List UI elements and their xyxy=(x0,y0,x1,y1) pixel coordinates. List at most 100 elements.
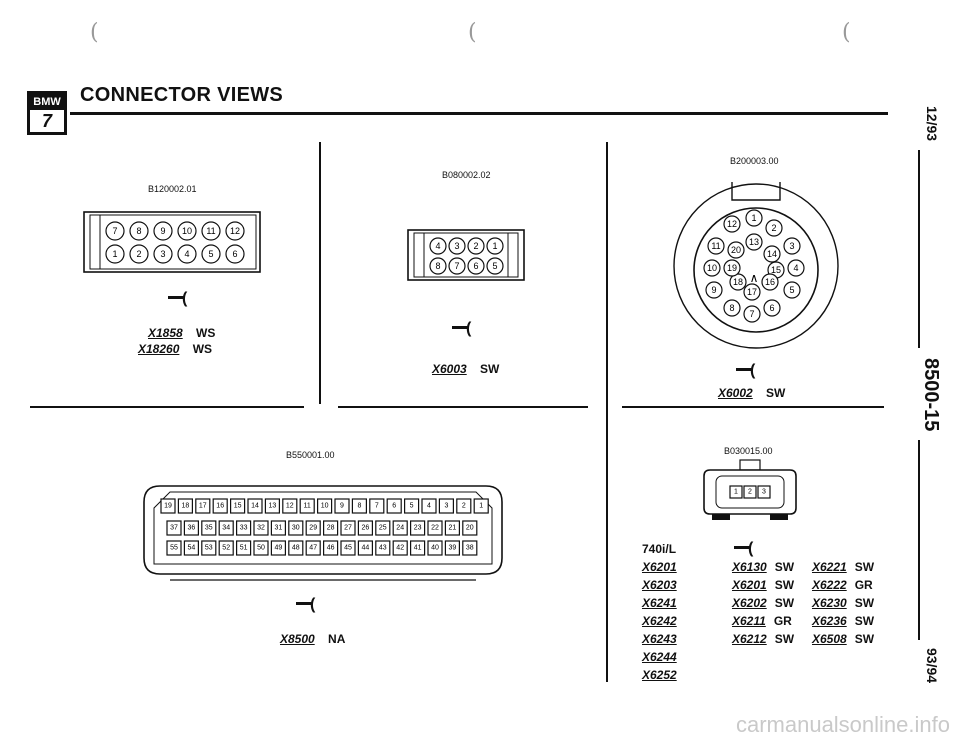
pin-number: 5 xyxy=(410,503,414,510)
connector-id: X6508 xyxy=(812,632,847,646)
pin-number: 27 xyxy=(344,525,352,532)
pin-number: 25 xyxy=(379,525,387,532)
divider xyxy=(622,406,884,408)
pin-number: 33 xyxy=(240,525,248,532)
wire-color: SW xyxy=(854,560,875,574)
pin: 34 xyxy=(218,520,234,536)
wire-color: SW xyxy=(854,614,875,628)
pin: 5 xyxy=(404,498,420,514)
pin: 2 xyxy=(129,244,149,264)
pin-number: 43 xyxy=(379,545,387,552)
connector-id: X6202 xyxy=(732,596,767,610)
pin: 28 xyxy=(323,520,339,536)
pin: 4 xyxy=(421,498,437,514)
pin: 7 xyxy=(448,257,466,275)
pin-number: 18 xyxy=(182,503,190,510)
pin: 11 xyxy=(201,221,221,241)
pin: 44 xyxy=(357,540,373,556)
connector-id: X6211 xyxy=(732,614,766,628)
pin: 55 xyxy=(166,540,182,556)
pin: 33 xyxy=(235,520,252,536)
pin-number: 9 xyxy=(340,503,344,510)
pin-number: 7 xyxy=(112,226,117,236)
pin: 19 xyxy=(723,259,741,277)
header-rule xyxy=(70,112,888,115)
bmw-logo: BMW 7 xyxy=(27,91,67,135)
pin: 18 xyxy=(177,498,194,514)
pin-number: 37 xyxy=(170,525,178,532)
pin-number: 24 xyxy=(396,525,404,532)
pin: 2 xyxy=(743,485,757,499)
logo-brand: BMW xyxy=(30,94,64,110)
list-item: X6203 xyxy=(642,576,677,594)
list-item: X6241 xyxy=(642,594,677,612)
pin-number: 10 xyxy=(707,263,717,273)
pin-number: 13 xyxy=(749,237,759,247)
scan-mark: ( xyxy=(468,20,477,45)
pin: 21 xyxy=(444,520,460,536)
side-date-bottom: 93/94 xyxy=(924,648,940,684)
scan-mark: ( xyxy=(842,20,851,45)
pin-number: 3 xyxy=(762,489,766,496)
divider xyxy=(319,142,321,404)
pin: 17 xyxy=(195,498,211,514)
pin: 8 xyxy=(429,257,447,275)
divider xyxy=(30,406,304,408)
pin: 35 xyxy=(201,520,217,536)
connector-code: B080002.02 xyxy=(442,170,491,180)
pin-number: 53 xyxy=(205,545,213,552)
connector-code: B030015.00 xyxy=(724,446,773,456)
pin: 2 xyxy=(456,498,472,514)
pin-number: 11 xyxy=(304,503,311,510)
connector-label: X18260 WS xyxy=(138,342,212,356)
pin-number: 16 xyxy=(216,503,224,510)
pin-number: 49 xyxy=(275,545,283,552)
list-item: X6244 xyxy=(642,648,677,666)
pin-number: 30 xyxy=(292,525,300,532)
pin-number: 2 xyxy=(462,503,466,510)
pin-number: 10 xyxy=(321,503,329,510)
pin-number: 9 xyxy=(711,285,716,295)
pin: 1 xyxy=(473,498,489,514)
pin: 6 xyxy=(225,244,245,264)
pin-number: 7 xyxy=(375,503,379,510)
pin: 16 xyxy=(761,273,779,291)
polarity-mark xyxy=(296,602,312,605)
pin: 23 xyxy=(410,520,426,536)
watermark: carmanualsonline.info xyxy=(735,712,950,737)
pin-number: 41 xyxy=(414,545,422,552)
wire-color: WS xyxy=(196,326,216,340)
pin-number: 6 xyxy=(392,503,396,510)
divider xyxy=(606,142,608,682)
pin: 46 xyxy=(323,540,339,556)
wire-color: GR xyxy=(773,614,792,628)
wire-color: SW xyxy=(774,560,795,574)
wire-color: GR xyxy=(854,578,873,592)
pin: 12 xyxy=(225,221,245,241)
pin: 12 xyxy=(723,215,741,233)
connector-id: X18260 xyxy=(138,342,180,356)
pin-number: 17 xyxy=(199,503,207,510)
pin: 4 xyxy=(787,259,805,277)
pin: 14 xyxy=(763,245,781,263)
pin: 3 xyxy=(783,237,801,255)
pin-number: 4 xyxy=(184,249,189,259)
pin: 10 xyxy=(317,498,333,514)
pin-number: 21 xyxy=(449,525,457,532)
connector-id: X6242 xyxy=(642,614,677,628)
pin-number: 4 xyxy=(793,263,798,273)
pin-number: 19 xyxy=(164,503,172,510)
svg-text:∧: ∧ xyxy=(750,271,759,285)
connector-id: X6244 xyxy=(642,650,677,664)
connector-id: X8500 xyxy=(280,632,315,646)
pin-number: 15 xyxy=(771,265,781,275)
pin-number: 12 xyxy=(230,226,240,236)
pin: 6 xyxy=(763,299,781,317)
pin: 3 xyxy=(153,244,173,264)
